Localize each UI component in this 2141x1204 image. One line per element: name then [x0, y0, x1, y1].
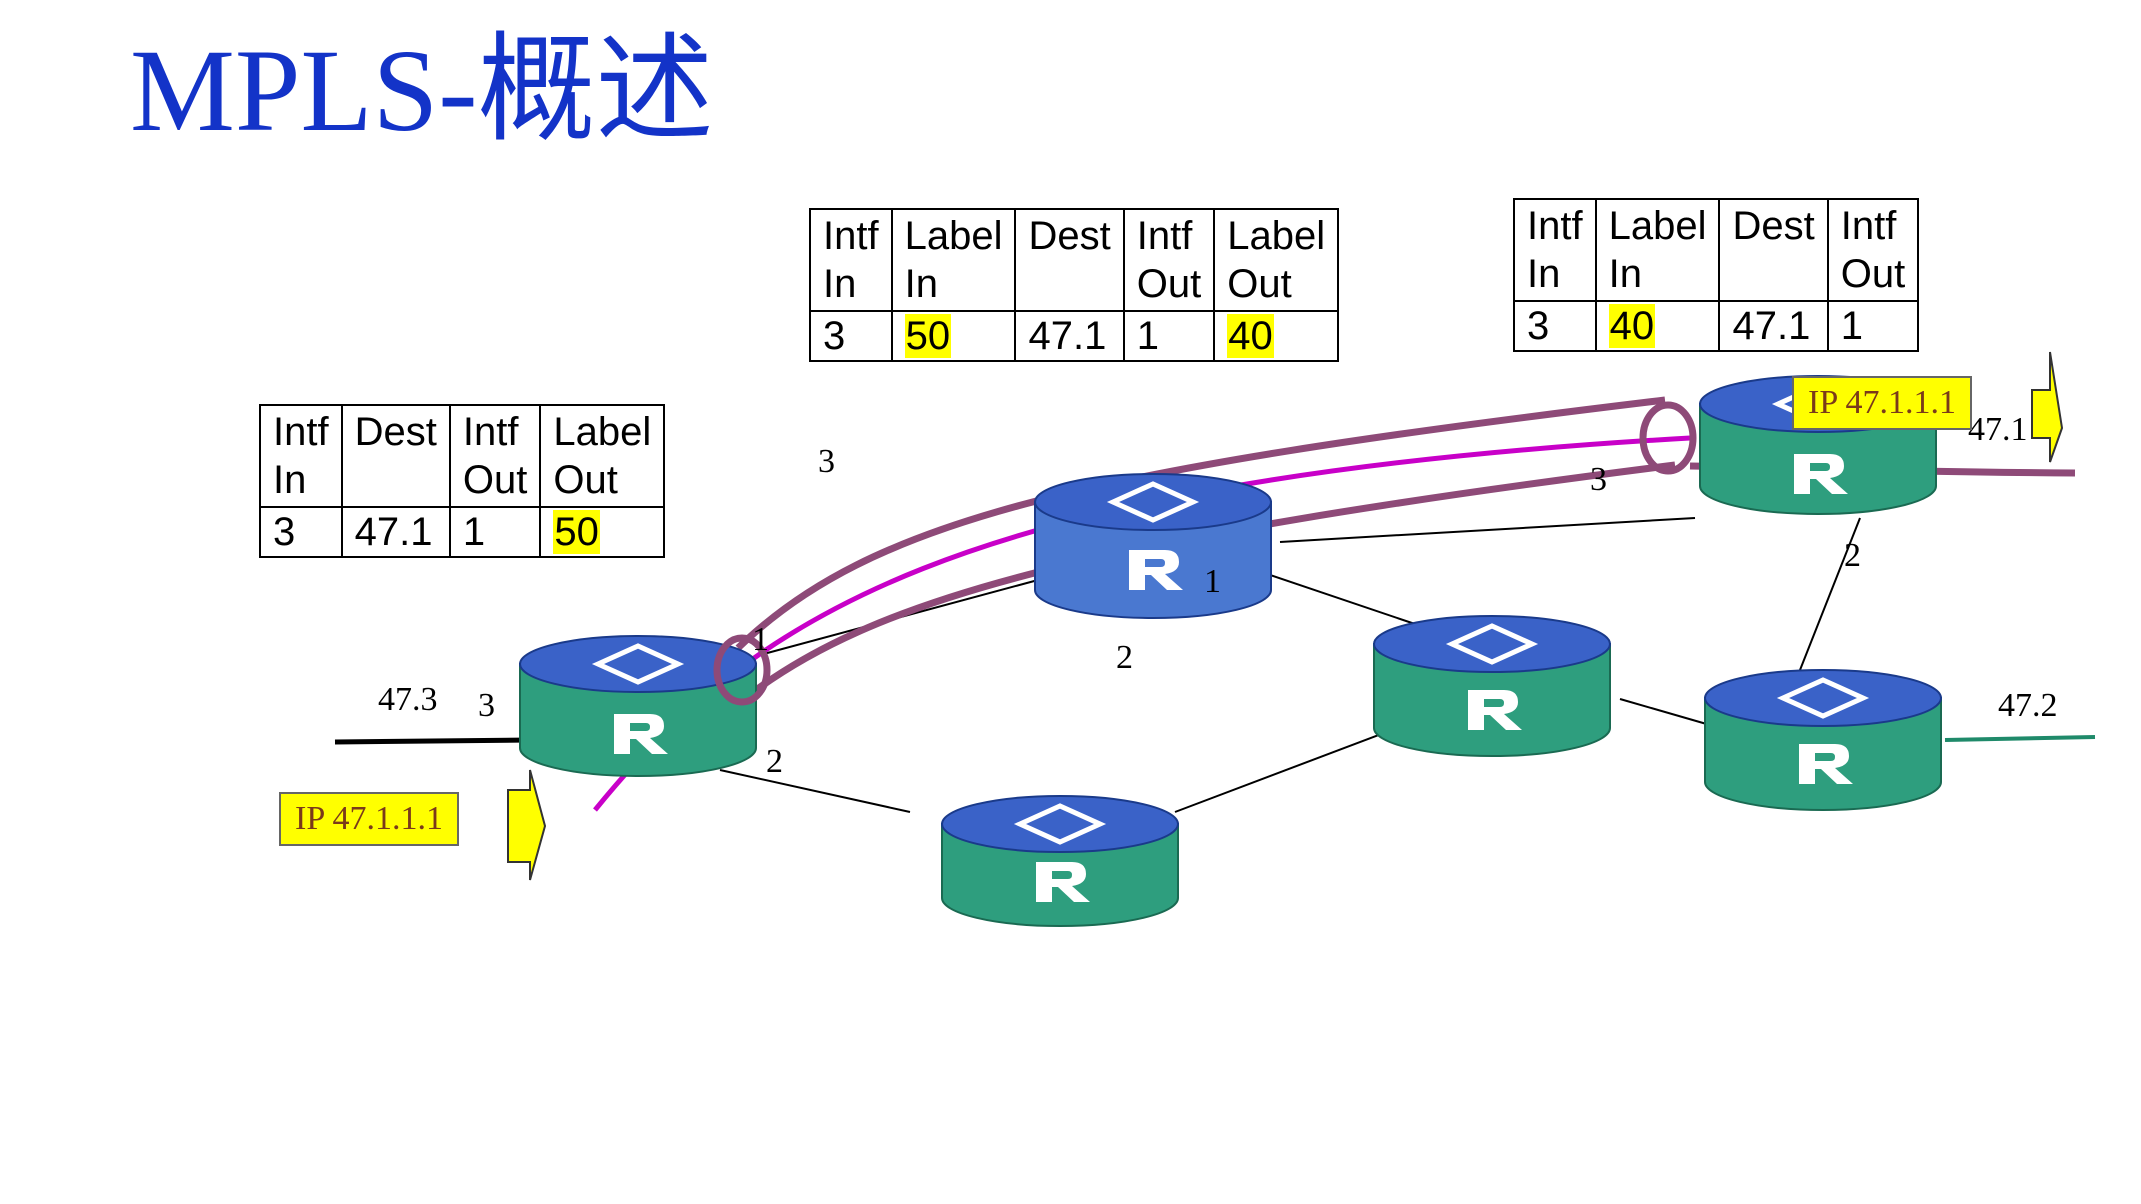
table-row: 3 40 47.1 1 — [1513, 300, 1920, 352]
cell-label-out: 50 — [539, 506, 666, 558]
cell-label-in: 40 — [1594, 300, 1721, 352]
egress-if-left-label: 3 — [1590, 461, 1607, 498]
core-if-bottom-label: 2 — [1116, 639, 1133, 676]
router-middle — [1373, 615, 1611, 757]
net-right-label: 47.2 — [1998, 687, 2058, 724]
link-ingress-core — [759, 569, 1076, 656]
cell-dest: 47.1 — [1014, 310, 1125, 362]
net-left-line — [334, 737, 531, 745]
links — [719, 517, 1861, 813]
cell-intf-out: 1 — [1826, 300, 1920, 352]
router-right — [1704, 669, 1942, 811]
link-ingress-bottom — [719, 769, 911, 813]
ingress-if-left-label: 3 — [478, 687, 495, 724]
net-right-line — [1944, 735, 2096, 742]
core-if-left-label: 3 — [818, 443, 835, 480]
label-out-highlight: 50 — [553, 510, 600, 554]
col-dest: Dest — [340, 404, 451, 508]
link-middle-right — [1619, 698, 1711, 726]
tunnel-top-edge — [735, 396, 1666, 651]
packet-in-box: IP 47.1.1.1 — [279, 792, 459, 846]
packet-out-arrow — [2031, 351, 2064, 463]
router-core — [1034, 473, 1272, 619]
ingress-if-bottom-label: 2 — [766, 743, 783, 780]
ingress-if-top-label: 1 — [752, 621, 769, 658]
tunnel-entry-ring — [713, 634, 771, 706]
egress-if-bottom-label: 2 — [1844, 537, 1861, 574]
col-dest: Dest — [1014, 208, 1125, 312]
label-in-highlight: 40 — [1608, 304, 1656, 348]
router-ingress — [519, 635, 757, 777]
packet-in-arrow — [507, 769, 547, 881]
table-row: 3 47.1 1 50 — [259, 506, 666, 558]
net-left-label: 47.3 — [378, 681, 438, 718]
label-out-highlight: 40 — [1227, 314, 1274, 358]
col-dest: Dest — [1718, 198, 1829, 302]
cell-label-out: 40 — [1213, 310, 1340, 362]
cell-intf-in: 3 — [809, 310, 893, 362]
core-if-right-label: 1 — [1204, 563, 1221, 600]
link-egress-right — [1799, 517, 1861, 671]
link-bottom-middle — [1174, 724, 1406, 813]
cell-intf-in: 3 — [259, 506, 343, 558]
link-core-egress — [1279, 517, 1696, 543]
table-row: 3 50 47.1 1 40 — [809, 310, 1340, 362]
cell-dest: 47.1 — [340, 506, 451, 558]
cell-label-in: 50 — [890, 310, 1017, 362]
link-core-middle — [1269, 574, 1416, 625]
slide-title: MPLS-概述 — [130, 25, 714, 156]
packet-out-box: IP 47.1.1.1 — [1792, 376, 1972, 430]
cell-intf-out: 1 — [1122, 310, 1216, 362]
cell-intf-out: 1 — [448, 506, 542, 558]
cell-dest: 47.1 — [1718, 300, 1829, 352]
net-out-label: 47.1 — [1968, 411, 2028, 448]
tunnel-end-ring — [1639, 401, 1697, 475]
router-bottom — [941, 795, 1179, 927]
label-in-highlight: 50 — [904, 314, 952, 358]
cell-intf-in: 3 — [1513, 300, 1597, 352]
